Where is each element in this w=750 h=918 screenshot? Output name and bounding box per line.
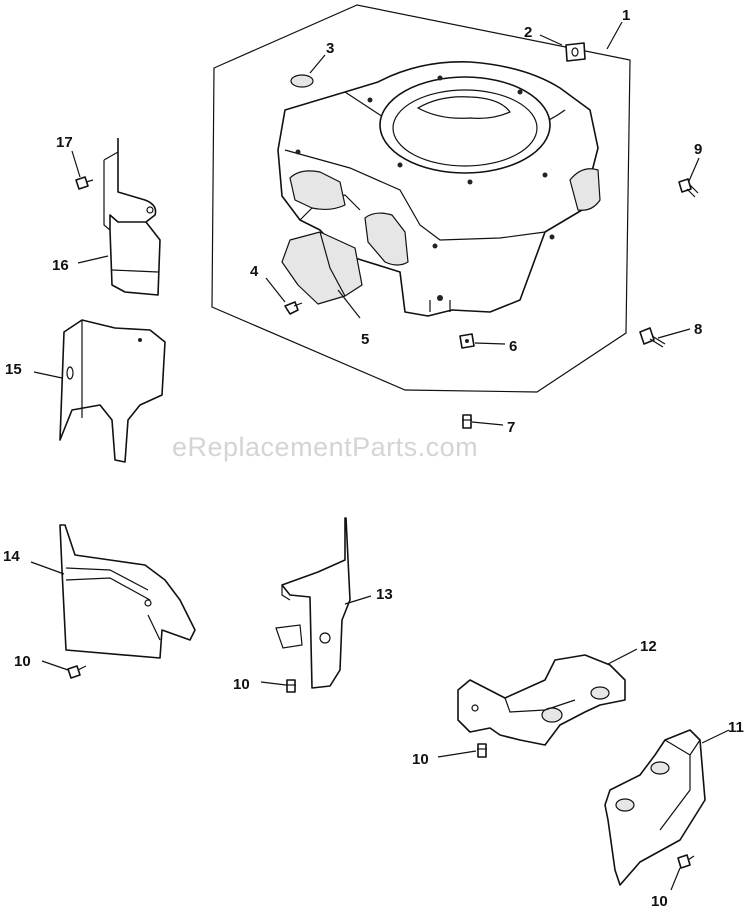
callout-11: 11 [728, 719, 744, 736]
assembly-outline [211, 4, 631, 393]
callout-14: 14 [3, 548, 20, 565]
shroud-part-15 [59, 319, 166, 463]
bracket-part-11 [604, 729, 706, 886]
screw-part-10-c [477, 743, 487, 758]
screw-part-10-b [286, 679, 296, 693]
callout-5: 5 [361, 331, 369, 348]
callout-10-d: 10 [651, 893, 668, 910]
callout-13: 13 [376, 586, 393, 603]
callout-10-b: 10 [233, 676, 250, 693]
bracket-part-16 [103, 138, 161, 296]
screw-part-17 [75, 176, 94, 190]
callout-4: 4 [250, 263, 259, 280]
callout-3: 3 [326, 40, 334, 57]
baffle-part-5 [281, 231, 363, 305]
callout-10-c: 10 [412, 751, 429, 768]
shroud-part-14 [59, 524, 196, 659]
leader-lines [30, 21, 730, 891]
callout-12: 12 [640, 638, 657, 655]
callout-15: 15 [5, 361, 22, 378]
watermark-text: eReplacementParts.com [172, 432, 478, 462]
bracket-part-12 [457, 654, 626, 746]
callout-7: 7 [507, 419, 515, 436]
screw-part-10-d [677, 854, 695, 869]
callout-10-a: 10 [14, 653, 31, 670]
screw-part-4 [284, 301, 303, 315]
callout-2: 2 [524, 24, 532, 41]
screw-part-7 [462, 414, 472, 429]
bolt-part-8 [639, 327, 666, 348]
bolt-part-9 [678, 178, 699, 198]
callout-9: 9 [694, 141, 702, 158]
screw-part-10-a [67, 665, 87, 679]
callout-17: 17 [56, 134, 73, 151]
callout-16: 16 [52, 257, 69, 274]
plug-part-3 [290, 74, 314, 88]
nut-part-6 [459, 333, 475, 349]
blower-housing [277, 61, 601, 317]
clip-part-2 [565, 42, 586, 62]
callout-8: 8 [694, 321, 702, 338]
callout-1: 1 [622, 7, 630, 24]
bracket-part-13 [275, 517, 351, 689]
callout-6: 6 [509, 338, 517, 355]
